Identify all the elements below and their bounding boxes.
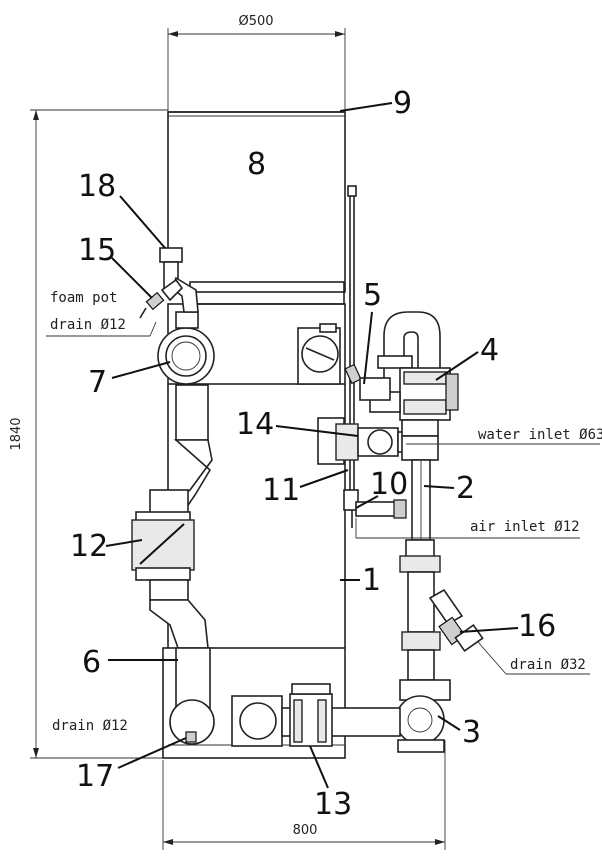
callout-2: 2	[456, 471, 475, 506]
callout-14: 14	[236, 407, 274, 442]
check-valve	[344, 363, 391, 401]
callout-7: 7	[88, 365, 107, 400]
dimension-top-width-label: Ø500	[238, 14, 273, 29]
drain-12-bottom-label: drain Ø12	[52, 718, 128, 734]
inspection-window	[297, 323, 341, 385]
drain-12-bottom	[169, 699, 215, 745]
callout-6: 6	[82, 645, 101, 680]
callout-numbers: 9 8 18 15 5 4 7 14 11 10 2 12 1 16 6 3 1…	[70, 86, 556, 822]
foam-outlet	[157, 311, 215, 385]
callout-1: 1	[362, 563, 381, 598]
dimension-height-label: 1840	[9, 417, 24, 450]
foam-drain-label: drain Ø12	[50, 317, 126, 333]
callout-8: 8	[247, 147, 266, 182]
callout-4: 4	[480, 333, 499, 368]
callout-5: 5	[363, 278, 382, 313]
venturi-injector	[317, 417, 407, 465]
callout-15: 15	[78, 233, 116, 268]
air-tube	[343, 185, 359, 528]
callout-12: 12	[70, 529, 108, 564]
callout-3: 3	[462, 715, 481, 750]
suction-pipe	[231, 683, 401, 747]
callout-16: 16	[518, 609, 556, 644]
pump-feed-pipe	[399, 539, 441, 681]
callout-13: 13	[314, 787, 352, 822]
dimension-bottom-width-label: 800	[293, 823, 318, 838]
recirculation-pipe	[131, 384, 213, 709]
dimension-height: 1840	[9, 109, 168, 759]
callout-11: 11	[262, 473, 300, 508]
water-inlet-label: water inlet Ø63	[478, 427, 602, 443]
drain-32-label: drain Ø32	[510, 657, 586, 673]
dimension-bottom-width: 800	[162, 740, 446, 850]
dimension-top-width: Ø500	[167, 14, 346, 112]
air-inlet-label: air inlet Ø12	[470, 519, 580, 535]
circulation-pump	[395, 679, 451, 753]
callout-17: 17	[76, 759, 114, 794]
foam-pot-label: foam pot	[50, 290, 117, 306]
callout-18: 18	[78, 169, 116, 204]
foam-pot-drain	[139, 247, 199, 319]
callout-9: 9	[393, 86, 412, 121]
callout-labels: foam pot drain Ø12 water inlet Ø63 air i…	[46, 290, 602, 734]
